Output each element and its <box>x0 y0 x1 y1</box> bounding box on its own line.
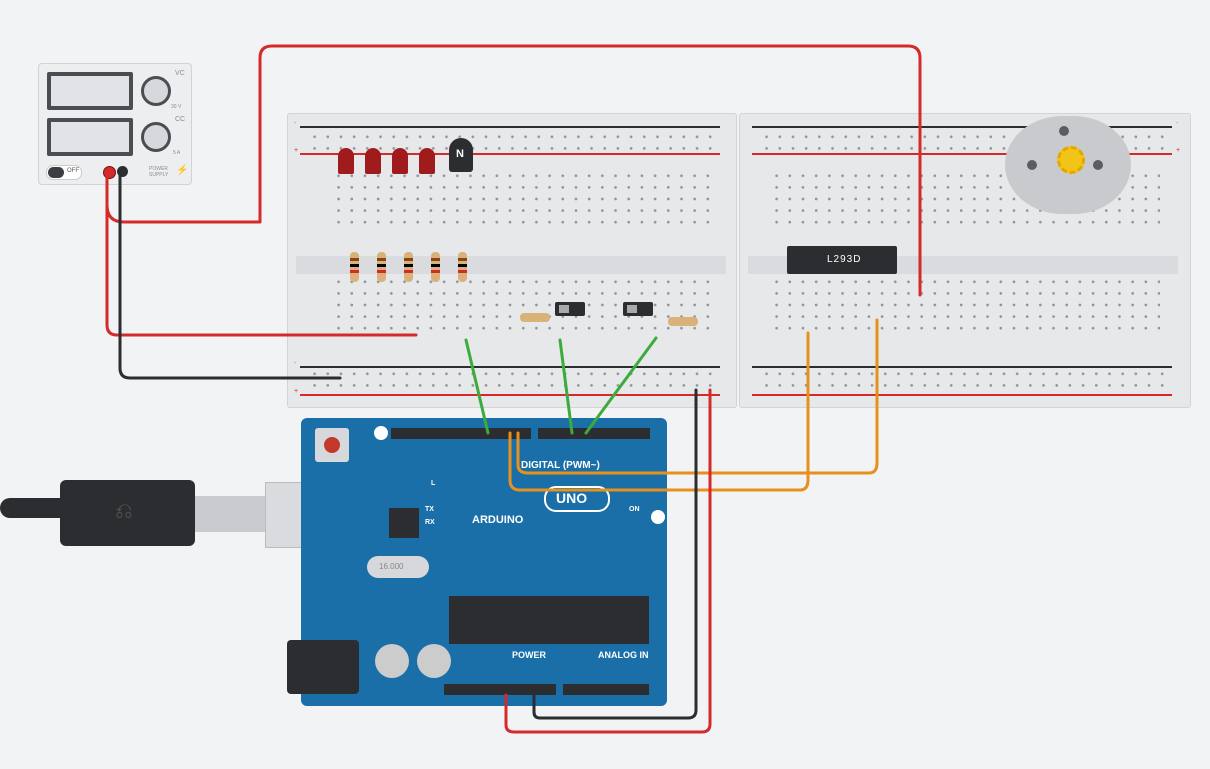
resistor-4[interactable] <box>431 252 440 282</box>
slide-switch-2[interactable] <box>623 302 653 316</box>
resistor-2[interactable] <box>377 252 386 282</box>
rail-holes-bottom[interactable] <box>308 368 720 388</box>
led-tx-label: TX <box>425 506 434 513</box>
wire-red-5v-arduino[interactable] <box>504 388 712 734</box>
rail-plus-label: + <box>294 388 299 395</box>
digital-header-low[interactable] <box>538 428 650 439</box>
voltage-mode-label: VC <box>175 70 185 77</box>
led-rx-label: RX <box>425 519 435 526</box>
analog-header[interactable] <box>563 684 649 695</box>
motor-gear-icon <box>1057 146 1085 174</box>
breadboard-left[interactable]: - + - + <box>287 113 737 408</box>
dc-motor[interactable] <box>1005 116 1131 214</box>
resistor-pulldown-2[interactable] <box>668 317 698 326</box>
reset-button[interactable] <box>315 428 349 462</box>
uno-badge: UNO <box>544 486 610 512</box>
resistor-3[interactable] <box>404 252 413 282</box>
off-label: OFF <box>67 168 79 174</box>
power-label: POWER <box>512 650 547 660</box>
rail-line-plus-top <box>752 153 1172 155</box>
voltage-unit-label: 30 V <box>171 104 182 110</box>
transistor-label: N <box>456 148 464 160</box>
motor-screw-icon <box>1027 160 1037 170</box>
terminal-holes-bottom[interactable] <box>770 276 1160 336</box>
digital-label: DIGITAL (PWM~) <box>521 460 600 471</box>
power-jack[interactable] <box>287 640 359 694</box>
rail-holes-bottom[interactable] <box>760 368 1172 388</box>
usb-cable <box>0 498 60 518</box>
motor-screw-icon <box>1093 160 1103 170</box>
voltage-knob[interactable] <box>141 76 171 106</box>
negative-terminal[interactable] <box>117 166 128 177</box>
current-knob[interactable] <box>141 122 171 152</box>
wire-red-psu-to-top[interactable] <box>105 44 922 297</box>
usb-icon: ⎌ <box>115 498 133 523</box>
arduino-uno[interactable]: DIGITAL (PWM~) ARDUINO UNO ON L TX RX 16… <box>287 418 667 706</box>
rail-minus-label: - <box>1176 120 1179 127</box>
voltage-display <box>47 72 133 110</box>
rail-line-minus-bottom <box>752 366 1172 368</box>
capacitor <box>375 644 409 678</box>
motor-screw-icon <box>1059 126 1069 136</box>
current-mode-label: CC <box>175 116 186 123</box>
rail-holes-top[interactable] <box>308 131 720 151</box>
wire-orange-1[interactable] <box>516 318 879 475</box>
wire-black-gnd-arduino[interactable] <box>532 388 698 720</box>
wire-red-psu-to-left[interactable] <box>105 173 418 337</box>
capacitor <box>417 644 451 678</box>
led-red-4[interactable] <box>419 148 435 174</box>
rail-line-minus-top <box>300 126 720 128</box>
lightning-icon: ⚡ <box>176 165 189 176</box>
led-l-label: L <box>431 480 436 487</box>
power-toggle[interactable]: OFF <box>46 165 82 180</box>
rail-plus-label: + <box>1176 147 1181 154</box>
rail-minus-label: - <box>294 360 297 367</box>
driver-label: L293D <box>827 254 862 265</box>
current-display <box>47 118 133 156</box>
wire-green-pin11[interactable] <box>464 338 490 435</box>
slide-switch-1[interactable] <box>555 302 585 316</box>
rail-line-plus-top <box>300 153 720 155</box>
toggle-knob <box>48 167 64 178</box>
rail-minus-label: - <box>294 120 297 127</box>
resistor-1[interactable] <box>350 252 359 282</box>
led-red-2[interactable] <box>365 148 381 174</box>
center-channel <box>296 256 726 274</box>
atmega-chip <box>449 596 649 644</box>
arduino-brand: ARDUINO <box>472 514 524 526</box>
power-supply[interactable]: VC CC 30 V 5 A OFF POWER SUPPLY ⚡ <box>38 63 192 185</box>
power-header[interactable] <box>444 684 556 695</box>
rail-plus-label: + <box>294 147 299 154</box>
usb-chip <box>389 508 419 538</box>
wire-black-psu-gnd[interactable] <box>118 173 342 380</box>
rail-line-minus-top <box>752 126 1172 128</box>
current-unit-label: 5 A <box>173 150 181 156</box>
brand-label: POWER SUPPLY <box>149 166 169 178</box>
on-label: ON <box>629 506 640 513</box>
wire-green-pin5[interactable] <box>558 338 574 435</box>
wire-green-pin4[interactable] <box>584 336 658 435</box>
mount-hole <box>651 510 665 524</box>
usb-connector <box>195 496 265 532</box>
resistor-pulldown-1[interactable] <box>520 313 550 322</box>
resistor-5[interactable] <box>458 252 467 282</box>
rail-line-plus-bottom <box>300 394 720 396</box>
led-red-3[interactable] <box>392 148 408 174</box>
rail-line-plus-bottom <box>752 394 1172 396</box>
analog-label: ANALOG IN <box>598 650 649 660</box>
l293d-driver[interactable]: L293D <box>787 246 897 274</box>
npn-transistor[interactable]: N <box>449 138 473 172</box>
wire-orange-2[interactable] <box>508 331 810 492</box>
rail-line-minus-bottom <box>300 366 720 368</box>
led-red-1[interactable] <box>338 148 354 174</box>
terminal-holes-top[interactable] <box>332 170 712 230</box>
mount-hole <box>374 426 388 440</box>
digital-header-high[interactable] <box>391 428 531 439</box>
usb-plug[interactable]: ⎌ <box>60 480 195 546</box>
crystal: 16.000 <box>367 556 429 578</box>
